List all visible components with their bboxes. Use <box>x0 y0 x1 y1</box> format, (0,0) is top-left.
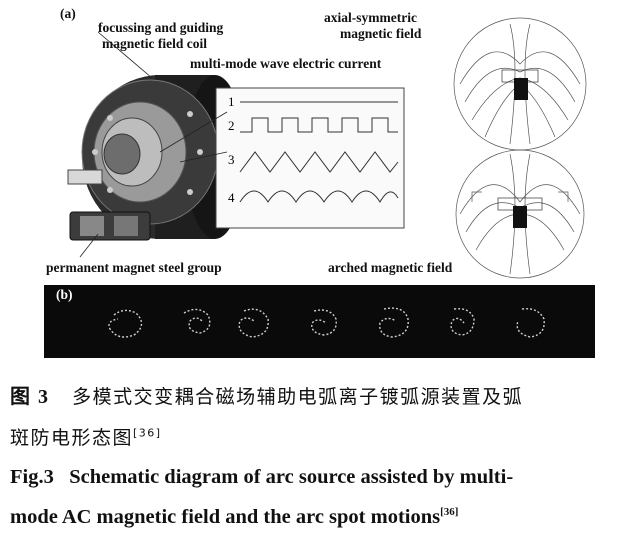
arc-spot-4 <box>311 309 337 336</box>
permanent-magnet-label: permanent magnet steel group <box>46 260 222 275</box>
caption-zh-line2: 斑防电形态图[36] <box>10 423 162 450</box>
axial-label-line1: axial-symmetric <box>324 10 417 25</box>
caption-zh-ref: [36] <box>133 426 162 440</box>
caption-en-text1: Schematic diagram of arc source assisted… <box>69 466 514 488</box>
caption-zh-prefix: 图 3 <box>10 386 50 408</box>
waveform-number-2: 2 <box>228 118 235 133</box>
figure-panel-a: 1 2 3 4 (a) focussing and <box>40 2 602 280</box>
arc-spot-5 <box>379 307 409 338</box>
arc-spot-photos <box>108 307 545 338</box>
arched-field-label: arched magnetic field <box>328 260 453 275</box>
panel-a-tag: (a) <box>60 6 76 21</box>
axial-label-line2: magnetic field <box>340 26 422 41</box>
caption-zh-text1: 多模式交变耦合磁场辅助电弧离子镀弧源装置及弧 <box>72 386 524 408</box>
arc-spot-6 <box>450 308 475 336</box>
caption-en-line1: Fig.3 Schematic diagram of arc source as… <box>10 466 513 489</box>
arc-spot-3 <box>238 308 269 338</box>
caption-en-line2: mode AC magnetic field and the arc spot … <box>10 506 458 529</box>
caption-zh-line1: 图 3 多模式交变耦合磁场辅助电弧离子镀弧源装置及弧 <box>10 380 523 409</box>
arc-spot-2 <box>183 308 211 334</box>
arc-source-schematic: 1 2 3 4 <box>67 17 587 279</box>
coil-label-line2: magnetic field coil <box>102 36 207 51</box>
axial-field-diagram <box>453 17 587 151</box>
waveform-panel: 1 2 3 4 <box>159 87 405 229</box>
arc-spot-7 <box>516 308 545 338</box>
waveform-number-4: 4 <box>228 190 235 205</box>
arc-spot-1 <box>108 309 143 338</box>
panel-b-tag: (b) <box>56 287 73 302</box>
figure-panel-b: (b) <box>44 285 595 358</box>
caption-en-text2: mode AC magnetic field and the arc spot … <box>10 506 441 528</box>
caption-en-prefix: Fig.3 <box>10 466 54 488</box>
arched-field-diagram <box>455 149 585 279</box>
waveform-number-3: 3 <box>228 152 235 167</box>
caption-zh-text2: 斑防电形态图 <box>10 427 134 449</box>
current-label: multi-mode wave electric current <box>190 56 382 71</box>
caption-en-ref: [36] <box>440 506 459 519</box>
waveform-number-1: 1 <box>228 94 235 109</box>
coil-label-line1: focussing and guiding <box>98 20 224 35</box>
